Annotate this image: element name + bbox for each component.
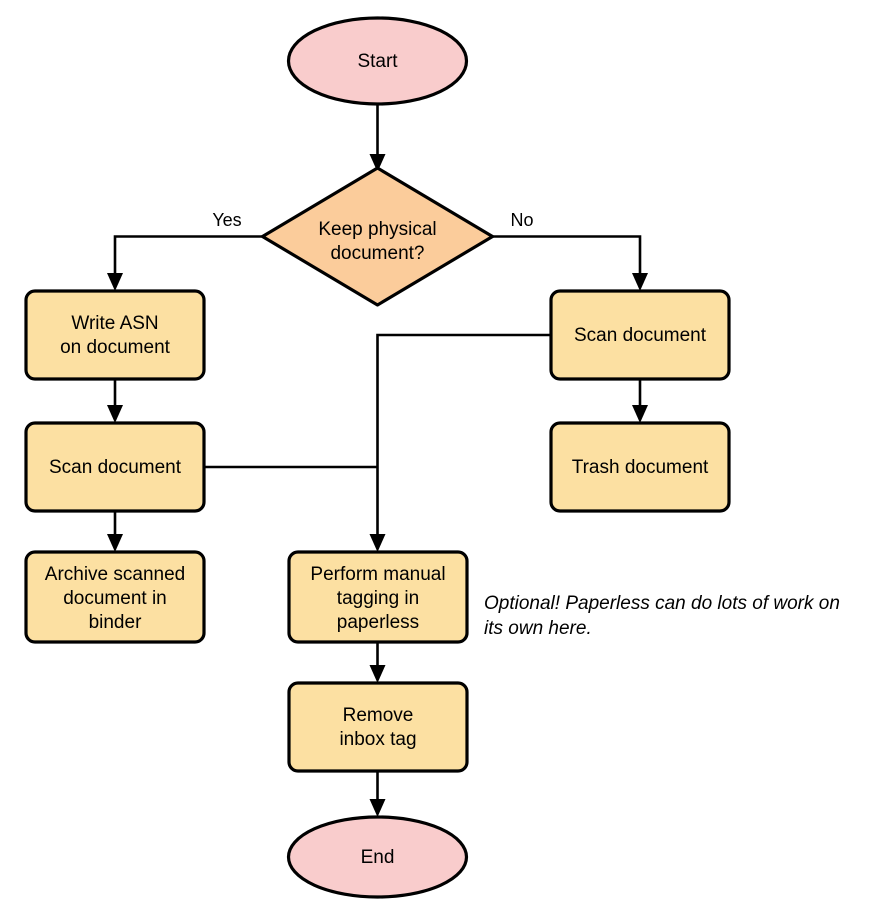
- node-keep-physical-document[interactable]: Keep physical document?: [260, 166, 495, 307]
- node-end[interactable]: End: [286, 815, 469, 899]
- scan-document-left-box: [24, 421, 206, 513]
- manual-tagging-label-line3: paperless: [337, 612, 419, 633]
- decision-label-line1: Keep physical: [318, 219, 436, 240]
- trash-document-label: Trash document: [572, 457, 709, 478]
- edge-label-yes: Yes: [212, 210, 241, 230]
- archive-binder-label-line2: document in: [63, 588, 167, 609]
- archive-binder-box: [24, 550, 206, 644]
- edge-scan-right-to-tagging: [376, 333, 551, 539]
- edge-scan-right-to-trash: [632, 379, 648, 423]
- node-archive-binder[interactable]: Archive scanned document in binder: [24, 550, 206, 644]
- write-asn-box: [24, 289, 206, 381]
- node-start[interactable]: Start: [286, 16, 469, 106]
- node-scan-document-right[interactable]: Scan document: [549, 289, 731, 381]
- manual-tagging-box: [287, 550, 469, 644]
- write-asn-label-line2: on document: [60, 337, 171, 358]
- annotation-line2: its own here.: [484, 618, 592, 639]
- decision-diamond: [260, 166, 495, 307]
- scan-document-right-label: Scan document: [574, 325, 707, 346]
- edge-label-no: No: [510, 210, 533, 230]
- edge-trunk-arrow: [369, 534, 386, 552]
- node-scan-document-left[interactable]: Scan document: [24, 421, 206, 513]
- end-label: End: [361, 847, 395, 868]
- edge-tagging-to-remove-tag: [369, 642, 386, 683]
- edge-start-to-decision: [369, 104, 386, 172]
- edge-scan-left-to-archive: [107, 511, 123, 552]
- edge-decision-to-write-asn: [107, 235, 262, 291]
- archive-binder-label-line1: Archive scanned: [45, 564, 185, 585]
- remove-inbox-tag-label-line2: inbox tag: [339, 729, 416, 750]
- annotation-optional-note: Optional! Paperless can do lots of work …: [484, 593, 840, 639]
- remove-inbox-tag-box: [287, 681, 469, 773]
- remove-inbox-tag-label-line1: Remove: [343, 705, 414, 726]
- decision-label-line2: document?: [330, 243, 424, 264]
- archive-binder-label-line3: binder: [89, 612, 142, 633]
- edge-remove-tag-to-end: [369, 771, 386, 817]
- node-remove-inbox-tag[interactable]: Remove inbox tag: [287, 681, 469, 773]
- manual-tagging-label-line1: Perform manual: [310, 564, 445, 585]
- scan-document-right-box: [549, 289, 731, 381]
- trash-document-box: [549, 421, 731, 513]
- edge-decision-to-scan-right: [493, 235, 648, 291]
- write-asn-label-line1: Write ASN: [71, 313, 158, 334]
- annotation-line1: Optional! Paperless can do lots of work …: [484, 593, 840, 614]
- end-ellipse: [286, 815, 469, 899]
- scan-document-left-label: Scan document: [49, 457, 182, 478]
- node-write-asn[interactable]: Write ASN on document: [24, 289, 206, 381]
- edge-write-asn-to-scan-left: [107, 379, 123, 423]
- node-manual-tagging[interactable]: Perform manual tagging in paperless: [287, 550, 469, 644]
- edge-layer: [107, 104, 648, 817]
- start-ellipse: [286, 16, 469, 106]
- node-trash-document[interactable]: Trash document: [549, 421, 731, 513]
- manual-tagging-label-line2: tagging in: [337, 588, 419, 609]
- start-label: Start: [357, 51, 398, 72]
